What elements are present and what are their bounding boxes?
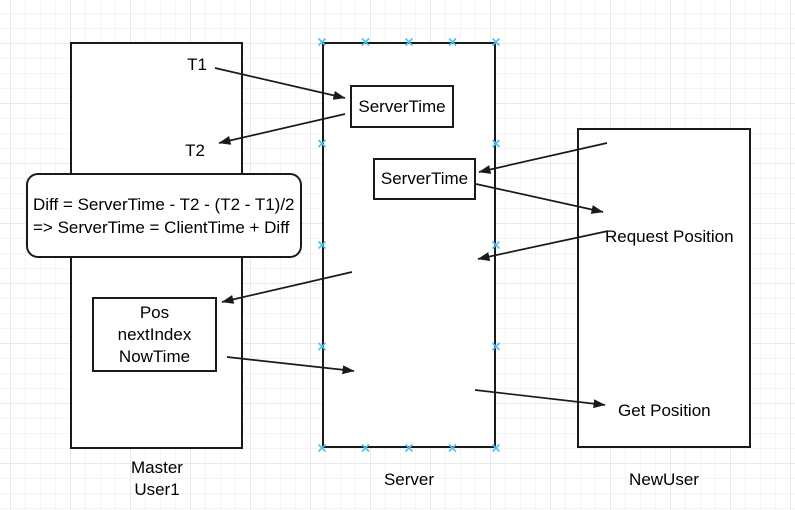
servertime-box-2-label: ServerTime: [380, 169, 469, 188]
caption-newuser[interactable]: NewUser: [629, 470, 699, 489]
pos-box-line-nowtime: NowTime: [118, 346, 191, 366]
arrow-server-to-pos-box[interactable]: [221, 271, 353, 304]
arrow-t1-to-servertime1[interactable]: [214, 67, 346, 100]
diff-formula-note[interactable]: Diff = ServerTime - T2 - (T2 - T1)/2 => …: [26, 173, 302, 258]
label-get-position[interactable]: Get Position: [618, 401, 711, 420]
servertime-box-1-label: ServerTime: [358, 96, 446, 116]
diff-formula-line2: => ServerTime = ClientTime + Diff: [33, 217, 290, 237]
lifeline-box-newuser[interactable]: [577, 128, 751, 448]
arrow-server-to-get-position[interactable]: [474, 389, 606, 409]
label-request-position[interactable]: Request Position: [605, 227, 734, 246]
arrow-servertime1-to-t2[interactable]: [218, 113, 346, 145]
servertime-box-1[interactable]: ServerTime: [350, 85, 454, 128]
servertime-box-2[interactable]: ServerTime: [373, 158, 476, 200]
caption-master-line1: Master: [131, 458, 183, 477]
pos-box-line-nextindex: nextIndex: [117, 324, 192, 344]
label-t2[interactable]: T2: [185, 141, 205, 160]
diff-formula-line1: Diff = ServerTime - T2 - (T2 - T1)/2: [33, 194, 295, 214]
label-t1[interactable]: T1: [187, 55, 207, 74]
caption-master-user1[interactable]: Master User1: [97, 457, 217, 501]
arrow-pos-box-to-server[interactable]: [226, 356, 355, 375]
pos-box[interactable]: Pos nextIndex NowTime: [92, 297, 217, 372]
arrow-newuser-to-servertime2[interactable]: [478, 142, 608, 174]
arrow-request-position-to-server[interactable]: [477, 230, 609, 261]
caption-server[interactable]: Server: [383, 470, 435, 489]
caption-master-line2: User1: [134, 480, 180, 499]
pos-box-line-pos: Pos: [139, 302, 170, 322]
arrow-servertime2-to-newuser[interactable]: [475, 183, 604, 214]
